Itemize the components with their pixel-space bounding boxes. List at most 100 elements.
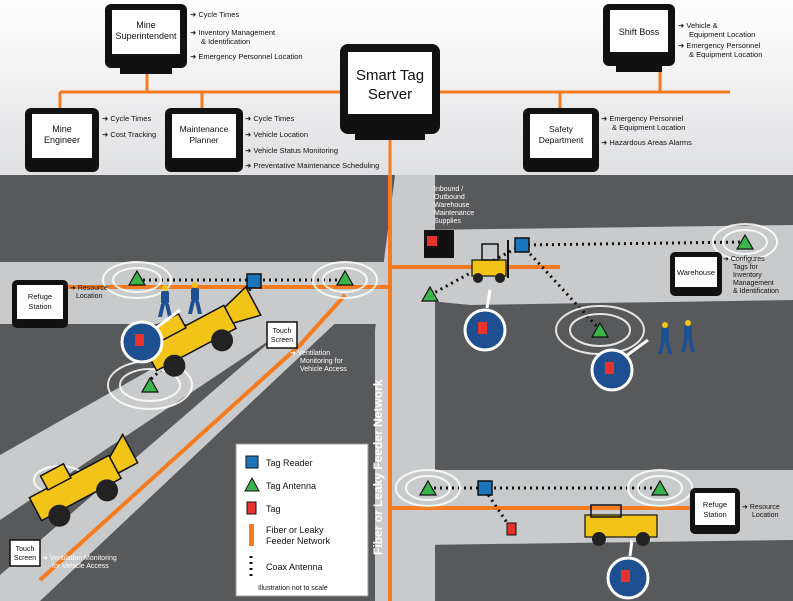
monitor-smart-tag-server: Smart Tag Server (340, 44, 440, 140)
svg-text:Maintenance: Maintenance (180, 124, 229, 134)
svg-text:➜ Ventilation: ➜ Ventilation (290, 350, 330, 357)
tag-antenna-icon (420, 285, 440, 302)
svg-text:Tags for: Tags for (733, 264, 759, 271)
notes-maintenance-planner: ➜ Cycle Times ➜ Vehicle Location ➜ Vehic… (245, 114, 379, 170)
legend-coax: Coax Antenna (266, 562, 323, 572)
svg-text:➜ Resource: ➜ Resource (742, 504, 780, 511)
svg-text:Station: Station (28, 302, 51, 311)
svg-text:Inventory: Inventory (733, 272, 762, 279)
svg-text:for Vehicle Access: for Vehicle Access (52, 563, 109, 570)
forklift-icon (471, 240, 509, 283)
legend-network-2: Feeder Network (266, 536, 331, 546)
svg-text:Safety: Safety (549, 124, 574, 134)
svg-text:Touch: Touch (16, 546, 35, 553)
svg-text:Engineer: Engineer (44, 135, 80, 145)
network-swatch (249, 524, 254, 546)
hand-tag-icon (463, 289, 507, 352)
network-label: Fiber or Leaky Feeder Network (371, 379, 385, 555)
notes-refuge-station-right: ➜ Resource Location (742, 504, 780, 519)
legend-tag-reader: Tag Reader (266, 458, 313, 468)
svg-text:Smart Tag: Smart Tag (356, 67, 424, 84)
notes-touch-screen-lower: ➜ Ventilation Monitoring for Vehicle Acc… (42, 555, 117, 570)
svg-text:➜ Configures: ➜ Configures (723, 256, 765, 263)
worker-icon (158, 285, 172, 317)
tag-antenna-icon (418, 479, 438, 496)
svg-text:➜ Cost Tracking: ➜ Cost Tracking (102, 130, 156, 139)
svg-text:➜ Vehicle Location: ➜ Vehicle Location (245, 130, 308, 139)
hand-tag-icon (590, 338, 649, 392)
svg-text:➜ Preventative Maintenance Sch: ➜ Preventative Maintenance Scheduling (245, 161, 379, 170)
svg-text:Location: Location (76, 293, 103, 300)
svg-text:Location: Location (752, 512, 779, 519)
svg-text:Screen: Screen (14, 555, 36, 562)
tag-icon (506, 522, 517, 536)
hand-tag-icon (120, 308, 181, 364)
tag-antenna-icon (244, 476, 260, 492)
monitor-safety-department: Safety Department (523, 108, 599, 172)
svg-text:➜ Vehicle Status Monitoring: ➜ Vehicle Status Monitoring (245, 146, 338, 155)
svg-text:Station: Station (703, 510, 726, 519)
tag-antennas (127, 233, 755, 496)
worker-icon (681, 320, 695, 352)
svg-text:Supplies: Supplies (434, 218, 461, 225)
legend-network-1: Fiber or Leaky (266, 525, 324, 535)
svg-text:➜ Inventory Management: ➜ Inventory Management (190, 28, 276, 37)
tag-reader-icon (246, 273, 262, 289)
worker-icon (188, 282, 202, 314)
svg-text:➜ Cycle Times: ➜ Cycle Times (245, 114, 294, 123)
underground-network (38, 175, 690, 601)
svg-text:Vehicle Access: Vehicle Access (300, 366, 347, 373)
monitor-warehouse: Warehouse (670, 252, 722, 296)
svg-text:➜ Vehicle &: ➜ Vehicle & (678, 21, 718, 30)
monitor-refuge-station-right: Refuge Station (690, 488, 740, 534)
svg-text:➜ Cycle Times: ➜ Cycle Times (102, 114, 151, 123)
svg-text:Mine: Mine (52, 124, 72, 134)
svg-text:Warehouse: Warehouse (677, 268, 715, 277)
legend-tag-antenna: Tag Antenna (266, 481, 316, 491)
svg-text:& Identification: & Identification (201, 37, 250, 46)
monitor-shift-boss: Shift Boss (603, 4, 675, 72)
svg-text:Shift Boss: Shift Boss (619, 27, 660, 37)
worker-icon (658, 322, 672, 354)
loader-icon (143, 285, 262, 377)
tag-antenna-icon (735, 233, 755, 250)
svg-text:➜ Cycle Times: ➜ Cycle Times (190, 10, 239, 19)
tag-reader-icon (514, 237, 530, 253)
touch-screen-lower: Touch Screen (9, 539, 41, 567)
svg-text:Management: Management (733, 280, 774, 287)
svg-text:Refuge: Refuge (703, 500, 727, 509)
loader-icon (28, 432, 139, 527)
monitor-mine-engineer: Mine Engineer (25, 108, 99, 172)
notes-warehouse: ➜ Configures Tags for Inventory Manageme… (723, 256, 779, 295)
notes-safety-department: ➜ Emergency Personnel & Equipment Locati… (601, 114, 692, 147)
tag-reader-icon (245, 455, 259, 469)
truck-icon (584, 504, 658, 546)
monitor-refuge-station-left: Refuge Station (12, 280, 68, 328)
svg-text:Server: Server (368, 86, 412, 103)
svg-text:Maintenance: Maintenance (434, 210, 474, 217)
svg-text:Monitoring for: Monitoring for (300, 358, 343, 365)
svg-text:➜ Emergency Personnel Location: ➜ Emergency Personnel Location (190, 52, 303, 61)
svg-text:➜ Hazardous Areas Alarms: ➜ Hazardous Areas Alarms (601, 138, 692, 147)
svg-text:➜ Ventilation Monitoring: ➜ Ventilation Monitoring (42, 555, 117, 562)
svg-text:Touch: Touch (273, 328, 292, 335)
inbound-outbound-box: Inbound / Outbound Warehouse Maintenance… (424, 186, 474, 258)
svg-text:Warehouse: Warehouse (434, 202, 470, 209)
svg-text:Refuge: Refuge (28, 292, 52, 301)
tag-antenna-icon (127, 269, 147, 286)
tag-reader-icon (477, 480, 493, 496)
monitor-mine-superintendent: Mine Superintendent (105, 4, 187, 74)
svg-text:Mine: Mine (136, 20, 156, 30)
svg-text:Inbound /: Inbound / (434, 186, 463, 193)
workers (158, 282, 695, 354)
touch-screen-upper: Touch Screen (266, 321, 298, 349)
notes-refuge-station-left: ➜ Resource Location (70, 285, 108, 300)
notes-touch-screen-upper: ➜ Ventilation Monitoring for Vehicle Acc… (290, 350, 347, 373)
monitor-maintenance-planner: Maintenance Planner (165, 108, 243, 172)
legend: Tag Reader Tag Antenna Tag Fiber or Leak… (235, 443, 369, 597)
svg-text:& Equipment Location: & Equipment Location (612, 123, 685, 132)
notes-mine-superintendent: ➜ Cycle Times ➜ Inventory Management & I… (190, 10, 303, 61)
svg-text:➜ Emergency Personnel: ➜ Emergency Personnel (678, 41, 760, 50)
